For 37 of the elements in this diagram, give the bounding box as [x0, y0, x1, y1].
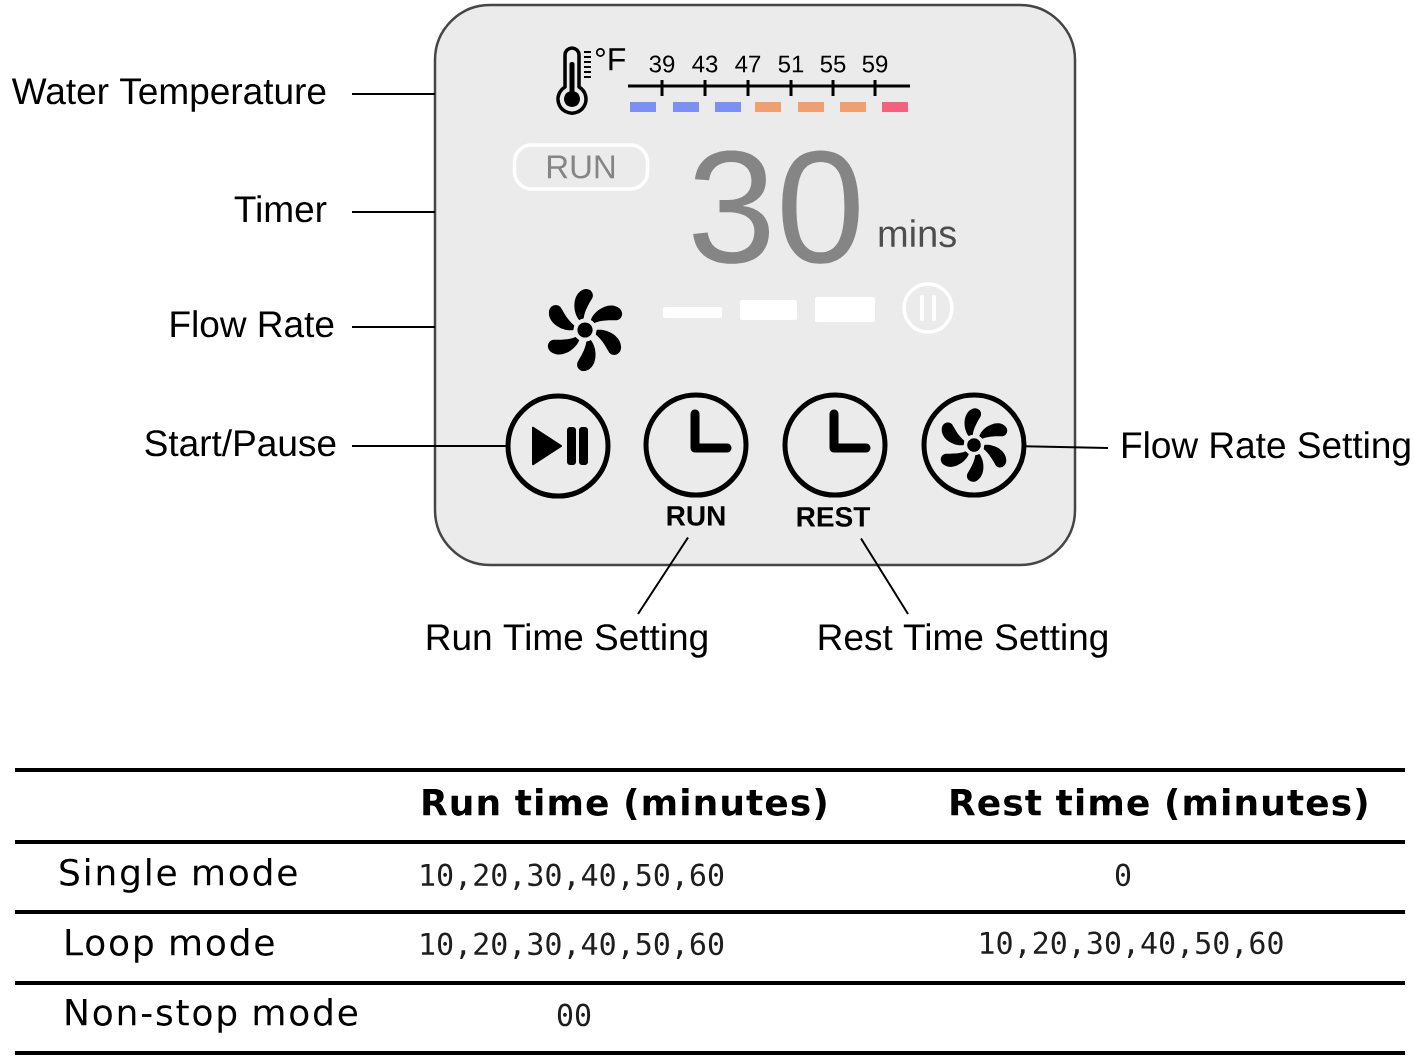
- control-panel: [433, 3, 1077, 567]
- leader-line: [1023, 445, 1109, 449]
- leader-line: [351, 211, 436, 213]
- timer-label: REST: [797, 506, 871, 527]
- leader-line: [351, 93, 436, 95]
- callout-label: Flow Rate: [171, 310, 334, 338]
- scale-number: 43: [692, 55, 718, 73]
- callout-label: Flow Rate Setting: [1123, 431, 1410, 466]
- digit-readout: 30: [693, 150, 859, 264]
- leader-line: [860, 537, 909, 615]
- scale-number: 51: [778, 55, 804, 73]
- row-header: Loop mode: [66, 928, 274, 963]
- row-header: Single mode: [60, 858, 297, 893]
- row-header: Non-stop mode: [66, 998, 357, 1033]
- scale-number: 55: [820, 55, 846, 73]
- column-header: Run time (minutes): [423, 788, 826, 821]
- leader-line: [351, 326, 436, 328]
- time-values: 10,20,30,40,50,60: [981, 931, 1283, 958]
- scale-number: 59: [862, 55, 888, 73]
- callout-label: Start/Pause: [145, 429, 336, 457]
- time-values: 00: [557, 1003, 591, 1027]
- unit-label: °F: [595, 48, 626, 71]
- callout-label: Run Time Setting: [427, 623, 707, 658]
- unit-label: mins: [879, 219, 956, 248]
- timer-label: RUN: [667, 506, 725, 526]
- time-values: 10,20,30,40,50,60: [421, 932, 724, 959]
- callout-label: Rest Time Setting: [819, 623, 1107, 658]
- callout-label: Water Temperature: [11, 78, 326, 112]
- leader-line: [351, 445, 509, 447]
- status-indicator: RUN: [512, 143, 650, 191]
- scale-number: 39: [649, 55, 675, 73]
- time-values: 0: [1115, 863, 1131, 887]
- column-header: Rest time (minutes): [951, 788, 1367, 821]
- callout-label: Timer: [234, 195, 327, 223]
- time-values: 10,20,30,40,50,60: [421, 863, 724, 890]
- scale-number: 47: [735, 55, 761, 73]
- leader-line: [637, 536, 689, 615]
